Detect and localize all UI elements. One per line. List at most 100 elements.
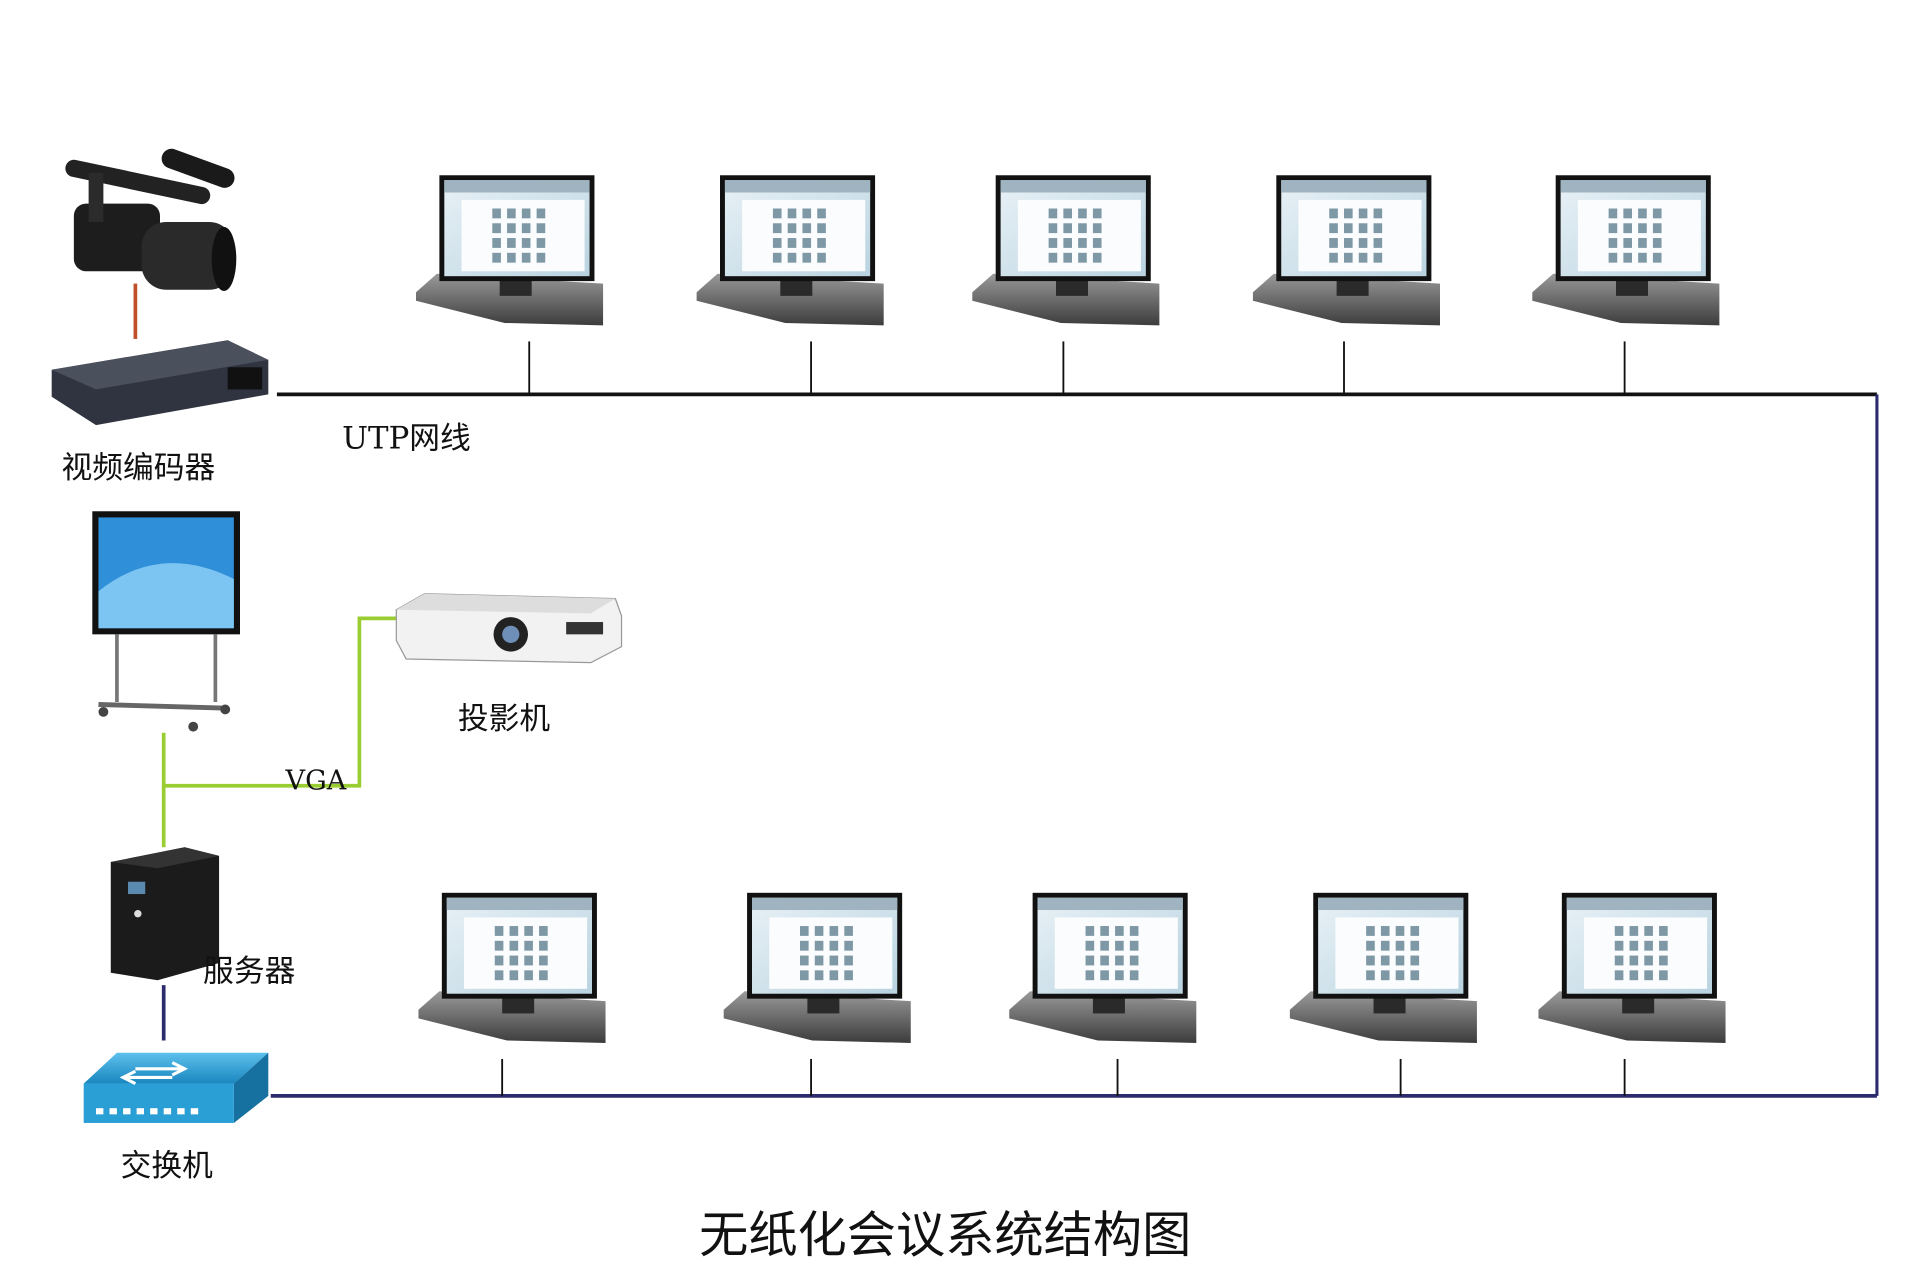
terminal-screen-icon: [1395, 940, 1405, 951]
terminal-screen-icon: [1358, 223, 1368, 234]
terminal-screen-icon: [1048, 238, 1058, 248]
terminal-screen-icon: [507, 238, 516, 248]
terminal-screen-icon: [787, 238, 797, 248]
terminal-screen-icon: [1373, 208, 1383, 219]
paperless-terminal-top-5: [1532, 175, 1720, 395]
terminal-stand: [1336, 276, 1369, 296]
terminal-screen-icon: [1380, 970, 1390, 981]
terminal-base: [418, 991, 606, 1043]
terminal-screen-icon: [492, 208, 501, 219]
terminal-screen-icon: [521, 223, 531, 234]
terminal-screen-icon: [1085, 940, 1095, 951]
terminal-screen-icon: [814, 940, 824, 951]
terminal-screen-icon: [509, 926, 519, 936]
terminal-screen-icon: [539, 955, 548, 966]
terminal-screen-icon: [1380, 940, 1390, 951]
terminal-screen-icon: [787, 252, 797, 263]
terminal-screen-icon: [814, 955, 824, 966]
terminal-screen-icon: [829, 970, 839, 981]
terminal-screen-icon: [1078, 223, 1087, 234]
terminal-screen-icon: [1652, 238, 1662, 248]
terminal-screen-icon: [1614, 955, 1624, 966]
terminal-screen-icon: [1085, 955, 1095, 966]
terminal-base: [416, 273, 604, 326]
terminal-screen-icon: [1410, 940, 1420, 951]
terminal-screen-icon: [1614, 926, 1624, 936]
terminal-base: [1252, 273, 1440, 326]
server-icon: [110, 847, 220, 981]
terminal-screen-icon: [1395, 955, 1405, 966]
terminal-screen-icon: [524, 940, 533, 951]
paperless-terminal-top-4: [1252, 175, 1440, 395]
terminal-screen-icon: [814, 970, 824, 981]
terminal-screen-icon: [1659, 970, 1668, 981]
terminal-screen-icon: [521, 252, 531, 263]
terminal-screen-header: [446, 897, 592, 911]
paperless-terminal-top-3: [972, 175, 1160, 395]
terminal-screen-icon: [800, 940, 809, 951]
terminal-screen-icon: [507, 252, 516, 263]
paperless-terminal-bottom-1: [418, 892, 606, 1096]
terminal-screen-icon: [492, 223, 501, 234]
terminal-screen-icon: [492, 252, 501, 263]
terminal-screen-icon: [802, 223, 812, 234]
terminal-screen-icon: [1608, 223, 1618, 234]
network-switch-icon: [83, 1052, 269, 1123]
terminal-screen-icon: [817, 252, 826, 263]
terminal-screen-icon: [1329, 252, 1338, 263]
terminal-screen-icon: [772, 208, 782, 219]
terminal-screen-icon: [1115, 926, 1124, 936]
terminal-screen-icon: [772, 238, 782, 248]
terminal-base: [1009, 991, 1197, 1043]
terminal-screen-icon: [817, 208, 826, 219]
terminal-screen-icon: [1366, 970, 1375, 981]
terminal-screen-icon: [1608, 208, 1618, 219]
terminal-screen-icon: [1115, 955, 1124, 966]
terminal-screen-icon: [1659, 940, 1668, 951]
terminal-screen-icon: [1078, 238, 1087, 248]
terminal-screen-icon: [1638, 252, 1647, 263]
terminal-screen-icon: [507, 223, 516, 234]
terminal-screen-icon: [1366, 940, 1375, 951]
terminal-screen-icon: [1344, 208, 1353, 219]
terminal-screen-icon: [494, 926, 504, 936]
terminal-screen-icon: [1078, 252, 1087, 263]
terminal-screen-icon: [844, 955, 853, 966]
paperless-terminal-bottom-3: [1009, 892, 1197, 1096]
terminal-screen-icon: [539, 970, 548, 981]
terminal-screen-icon: [1373, 252, 1383, 263]
terminal-screen-header: [1037, 897, 1183, 911]
terminal-screen-icon: [1659, 926, 1668, 936]
terminal-screen-header: [1566, 897, 1712, 911]
terminal-screen-icon: [1358, 238, 1368, 248]
terminal-screen-icon: [1115, 970, 1124, 981]
paperless-terminal-top-2: [696, 175, 884, 395]
terminal-screen-icon: [1129, 940, 1139, 951]
terminal-screen-icon: [1092, 238, 1102, 248]
terminal-screen-icon: [829, 955, 839, 966]
terminal-screen-icon: [1614, 940, 1624, 951]
paperless-terminal-bottom-4: [1289, 892, 1477, 1096]
paperless-terminal-top-1: [416, 175, 604, 395]
terminal-screen-icon: [802, 238, 812, 248]
terminal-screen-header: [724, 180, 871, 193]
terminal-screen-icon: [1092, 223, 1102, 234]
terminal-screen-icon: [1129, 970, 1139, 981]
terminal-screen-icon: [1100, 926, 1109, 936]
projector-label: 投影机: [458, 701, 551, 737]
terminal-screen-icon: [521, 208, 531, 219]
interactive-whiteboard-icon: [92, 511, 240, 732]
terminal-screen-icon: [1623, 252, 1632, 263]
terminal-screen-icon: [844, 940, 853, 951]
terminal-screen-icon: [1358, 208, 1368, 219]
terminal-screen-icon: [1652, 252, 1662, 263]
terminal-screen-icon: [1063, 223, 1072, 234]
server-label: 服务器: [203, 953, 295, 989]
terminal-screen-icon: [1048, 252, 1058, 263]
terminal-screen-icon: [844, 970, 853, 981]
terminal-screen-icon: [1614, 970, 1624, 981]
terminal-screen-icon: [1085, 970, 1095, 981]
terminal-screen-icon: [1100, 970, 1109, 981]
terminal-screen-icon: [536, 223, 546, 234]
terminal-screen-icon: [1048, 208, 1058, 219]
